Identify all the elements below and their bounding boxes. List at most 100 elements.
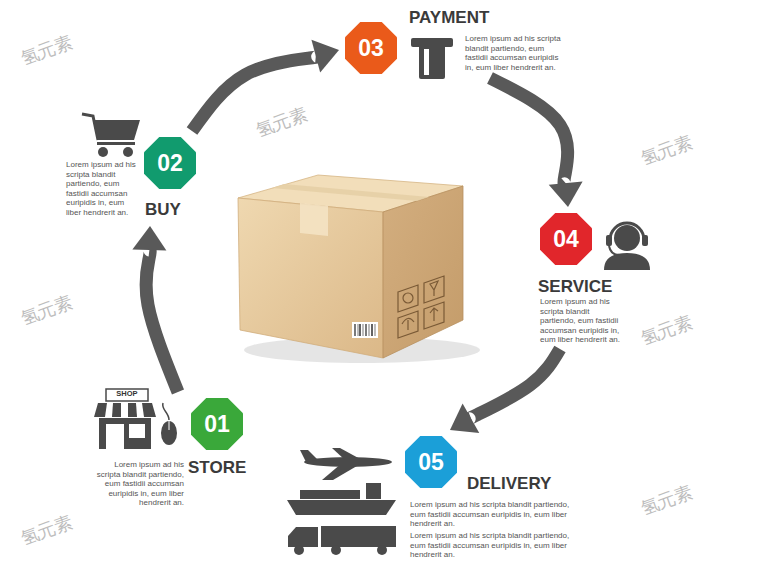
awning-stripe (105, 403, 113, 417)
symbol-frame (424, 276, 444, 303)
awning-stripe (136, 403, 144, 417)
arrow-head (450, 403, 479, 433)
glass-symbol (430, 281, 438, 296)
headband (610, 223, 644, 240)
watermark: 氢元素 (18, 511, 76, 549)
tail (300, 450, 318, 462)
mouse-cord (163, 403, 169, 420)
flow-arrow (490, 78, 583, 207)
step-description: Lorem ipsum ad his scripta blandit parti… (410, 531, 575, 560)
barcode-line (363, 324, 364, 336)
ship-icon (287, 483, 396, 515)
barcode-line (375, 324, 376, 336)
watermark: 氢元素 (18, 31, 76, 69)
octagon (540, 213, 592, 265)
barcode-line (358, 324, 359, 336)
umbrella-symbol (402, 318, 414, 330)
arrow-shaft (469, 349, 560, 419)
mouse-body (161, 421, 177, 445)
step-title: BUY (145, 200, 181, 220)
card-icon (411, 38, 453, 79)
barcode-line (359, 324, 360, 336)
wheel (294, 545, 304, 555)
hull (287, 500, 396, 515)
cardboard-box (238, 175, 480, 363)
watermark: 氢元素 (253, 103, 311, 141)
arrow-head (549, 181, 583, 207)
watermark: 氢元素 (638, 481, 696, 519)
cart-basket (93, 120, 140, 140)
shop-sign-text: SHOP (106, 390, 148, 399)
earpiece (606, 235, 612, 246)
symbol-frame (398, 285, 418, 312)
mouse-split (169, 421, 170, 430)
arrow-head (132, 226, 166, 250)
cab (288, 527, 318, 547)
step-node: 05DELIVERYLorem ipsum ad his scripta bla… (405, 436, 575, 560)
mouse-icon (161, 403, 177, 445)
containers (300, 490, 360, 499)
box-tape (300, 203, 328, 236)
symbol-frame (424, 302, 444, 329)
step-node: 01STORELorem ipsum ad his scripta blandi… (96, 396, 246, 508)
up-arrow-symbol (430, 308, 438, 321)
cart-wheel (123, 147, 133, 157)
barcode-line (365, 324, 366, 336)
earpiece (642, 235, 648, 246)
flow-arrow (132, 226, 178, 392)
wheel (377, 545, 387, 555)
step-badge: 01 (191, 398, 243, 450)
step-description: Lorem ipsum ad his scripta blandit parti… (465, 34, 567, 72)
watermark: 氢元素 (638, 131, 696, 169)
step-node: 03PAYMENTLorem ipsum ad his scripta blan… (345, 8, 567, 74)
barcode-line (369, 324, 370, 336)
trailer (321, 526, 396, 547)
shop-building (99, 418, 151, 449)
box-side (383, 186, 463, 358)
step-badge: 05 (405, 436, 457, 488)
wheel (331, 545, 341, 555)
truck-icon (288, 526, 396, 555)
head (614, 225, 640, 251)
step-node: 04SERVICELorem ipsum ad his scripta blan… (538, 213, 624, 345)
recycle-symbol (403, 293, 413, 303)
arrow-head (311, 40, 339, 73)
wing (332, 448, 362, 460)
card (419, 45, 445, 79)
step-number: 04 (553, 226, 579, 253)
cart-base (97, 142, 135, 145)
barcode-line (354, 324, 355, 336)
step-number: 03 (358, 35, 384, 62)
step-badge: 04 (540, 213, 592, 265)
card-stripe (424, 49, 429, 75)
microphone (609, 246, 621, 255)
step-title: STORE (188, 458, 246, 478)
watermark: 氢元素 (638, 311, 696, 349)
step-badge: 03 (345, 22, 397, 74)
step-number: 01 (204, 411, 230, 438)
step-description: Lorem ipsum ad his scripta blandit parti… (410, 500, 575, 529)
headset-icon (604, 223, 650, 270)
octagon (405, 436, 457, 488)
step-badge: 02 (144, 137, 196, 189)
box-tape (272, 184, 429, 201)
arrow-shaft (490, 78, 568, 184)
wing (322, 463, 362, 480)
step-node: 02BUYLorem ipsum ad his scripta blandit … (66, 135, 196, 220)
step-title: SERVICE (538, 277, 612, 297)
awning (94, 403, 156, 417)
barcode-lines (355, 324, 375, 336)
cart-wheel (98, 147, 108, 157)
octagon (191, 398, 243, 450)
octagon (144, 137, 196, 189)
octagon (345, 22, 397, 74)
watermark: 氢元素 (18, 291, 76, 329)
awning-stripe (121, 403, 128, 417)
box-front (238, 198, 383, 358)
shoulders (604, 253, 650, 270)
shop-door (106, 424, 124, 449)
step-number: 05 (418, 449, 444, 476)
symbol-frame (398, 311, 418, 338)
barcode (352, 322, 378, 338)
